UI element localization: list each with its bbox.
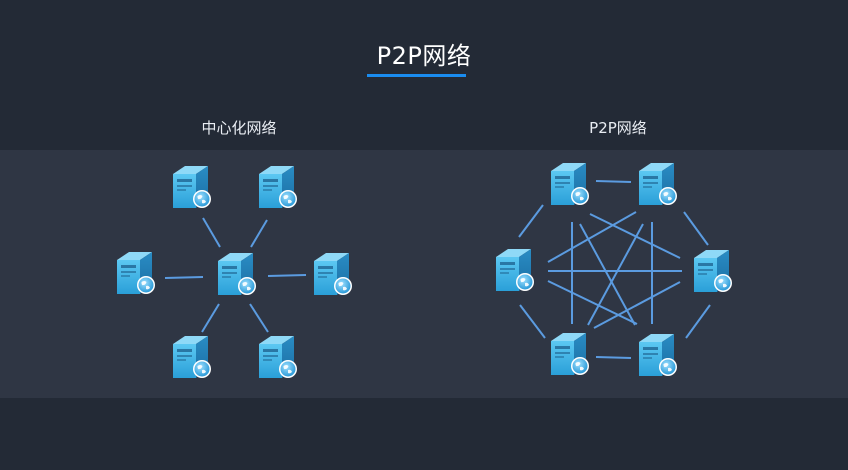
link <box>164 276 204 279</box>
server-globe-icon <box>314 253 352 295</box>
server-globe-icon <box>218 253 256 295</box>
link <box>201 303 220 333</box>
link <box>249 303 269 333</box>
link <box>579 223 636 326</box>
server-globe-icon <box>639 163 677 205</box>
link <box>595 180 632 183</box>
link <box>593 281 681 329</box>
p2p-network-label: P2P网络 <box>589 119 647 137</box>
server-globe-icon <box>259 166 297 208</box>
link <box>685 304 711 339</box>
link <box>519 304 546 339</box>
server-globe-icon <box>694 250 732 292</box>
page-title: P2P网络 <box>376 42 472 70</box>
link <box>202 217 221 248</box>
link <box>683 211 709 246</box>
server-globe-icon <box>173 336 211 378</box>
server-globe-icon <box>639 334 677 376</box>
server-globe-icon <box>259 336 297 378</box>
server-globe-icon <box>551 163 589 205</box>
server-globe-icon <box>496 249 534 291</box>
link <box>250 219 268 248</box>
link <box>547 280 638 325</box>
server-globe-icon <box>551 333 589 375</box>
p2p-links <box>518 180 711 359</box>
server-globe-icon <box>173 166 211 208</box>
p2p-nodes <box>496 163 732 376</box>
link <box>595 356 632 359</box>
title-underline <box>367 74 466 77</box>
link <box>589 213 681 259</box>
server-globe-icon <box>117 252 155 294</box>
link <box>547 211 637 263</box>
centralized-links <box>164 217 307 333</box>
link <box>267 274 307 277</box>
centralized-nodes <box>117 166 352 378</box>
link <box>518 204 544 238</box>
centralized-network-label: 中心化网络 <box>201 119 277 137</box>
link <box>587 223 644 326</box>
